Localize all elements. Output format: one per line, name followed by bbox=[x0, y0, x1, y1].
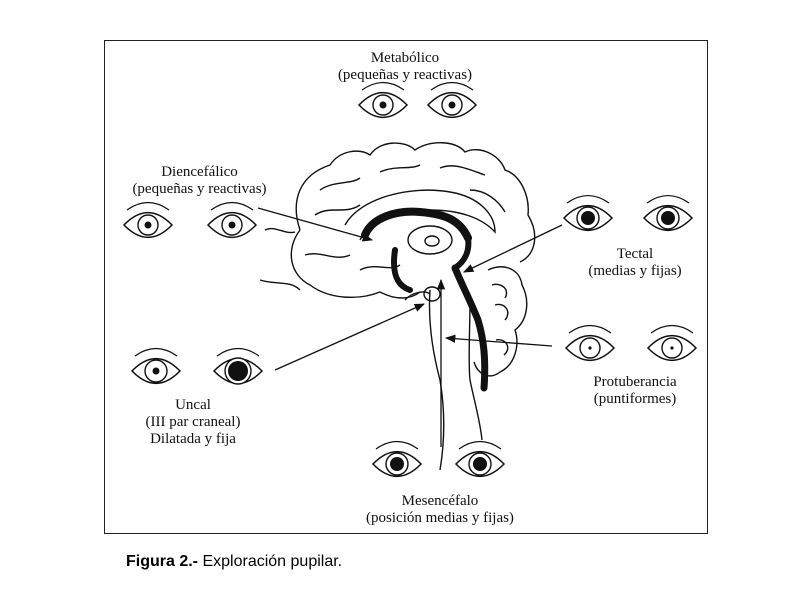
arrows bbox=[257, 207, 563, 447]
arrow-protuberancia bbox=[444, 334, 553, 347]
uncal-detail2: Dilatada y fija bbox=[150, 431, 236, 447]
arrow-tectal bbox=[463, 224, 563, 273]
label-metabolico: Metabólico (pequeñas y reactivas) bbox=[320, 50, 490, 84]
label-protuberancia: Protuberancia (puntiformes) bbox=[570, 374, 700, 408]
metabolico-detail: (pequeñas y reactivas) bbox=[337, 67, 473, 83]
tectal-detail: (medias y fijas) bbox=[588, 263, 682, 279]
brain-outline bbox=[259, 142, 536, 471]
label-mesencefalo: Mesencéfalo (posición medias y fijas) bbox=[340, 493, 540, 527]
arrow-uncal bbox=[274, 303, 425, 371]
diencefalico-detail: (pequeñas y reactivas) bbox=[132, 181, 267, 197]
eye-icon-tectal-5 bbox=[642, 194, 694, 232]
tectal-title: Tectal bbox=[616, 246, 654, 262]
eye-icon-diencefalico-3 bbox=[206, 201, 258, 239]
diencefalico-title: Diencefálico bbox=[161, 164, 238, 180]
label-tectal: Tectal (medias y fijas) bbox=[565, 246, 705, 280]
protuberancia-title: Protuberancia bbox=[593, 374, 677, 390]
caption-prefix: Figura 2.- bbox=[126, 553, 199, 570]
label-diencefalico: Diencefálico (pequeñas y reactivas) bbox=[112, 164, 287, 198]
eye-icon-metabolico-0 bbox=[357, 81, 409, 119]
eye-icon-mesencefalo-11 bbox=[454, 440, 506, 478]
uncal-detail: (III par craneal) bbox=[145, 414, 241, 430]
eye-icon-uncal-normal-6 bbox=[130, 347, 182, 385]
mesencefalo-title: Mesencéfalo bbox=[401, 493, 479, 509]
uncal-title: Uncal bbox=[175, 397, 211, 413]
arrow-diencefalico bbox=[257, 207, 374, 242]
protuberancia-detail: (puntiformes) bbox=[593, 391, 677, 407]
caption-text: Exploración pupilar. bbox=[202, 553, 343, 570]
mesencefalo-detail: (posición medias y fijas) bbox=[366, 510, 514, 526]
label-uncal: Uncal (III par craneal) Dilatada y fija bbox=[128, 397, 258, 448]
eye-icon-metabolico-1 bbox=[426, 81, 478, 119]
eye-icon-diencefalico-2 bbox=[122, 201, 174, 239]
eyes bbox=[122, 81, 698, 478]
eye-icon-uncal-dilated-7 bbox=[212, 347, 264, 385]
eye-icon-protuberancia-8 bbox=[564, 324, 616, 362]
eye-icon-protuberancia-9 bbox=[646, 324, 698, 362]
metabolico-title: Metabólico bbox=[370, 50, 440, 66]
figure-caption: Figura 2.- Exploración pupilar. bbox=[126, 553, 342, 571]
ventricles bbox=[361, 207, 489, 392]
eye-icon-tectal-4 bbox=[562, 194, 614, 232]
eye-icon-mesencefalo-10 bbox=[371, 440, 423, 478]
